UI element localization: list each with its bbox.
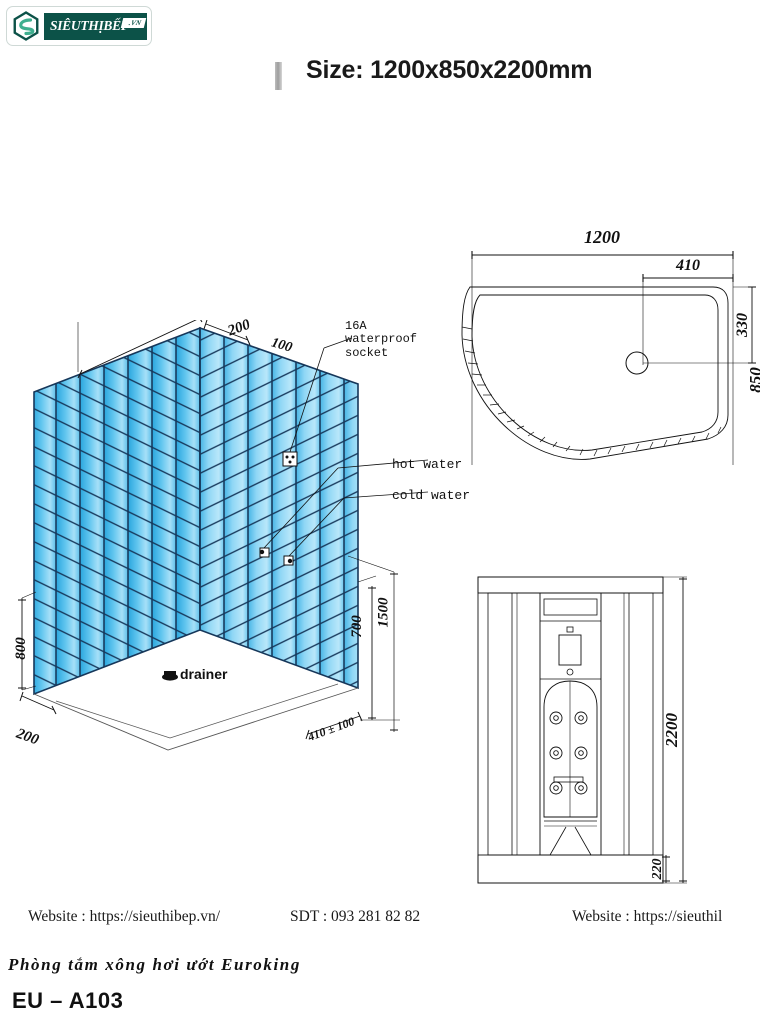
tray-drain-x-dim: 410 [675, 257, 700, 274]
tray-depth-dim: 850 [746, 367, 760, 393]
cold-water-label: cold water [392, 488, 471, 503]
drainer-marker [162, 671, 178, 681]
right-tiled-wall [199, 326, 359, 690]
shower-tray-plan-view: 1200 410 330 850 [461, 227, 760, 465]
logo-text: SIÊUTHỊBẾP [50, 18, 129, 33]
socket-label-line3: socket [345, 345, 389, 360]
socket-label: 16A waterproof socket [345, 319, 418, 360]
size-bullet-marker [275, 62, 282, 90]
size-title: Size: 1200x850x2200mm [306, 56, 593, 84]
iso-dim-left-height: 800 [12, 637, 29, 660]
waterproof-socket-marker [282, 451, 298, 467]
socket-label-line1: 16A [345, 319, 367, 333]
tray-drain-y-dim: 330 [734, 313, 751, 338]
footer-phone-left: SDT : 093 281 82 82 [290, 908, 421, 925]
hot-water-outlet-marker [259, 547, 270, 558]
shower-cabin-front-elevation: 2200 220 [477, 576, 687, 884]
logo-vn-badge: .VN [120, 17, 147, 28]
product-name: Phòng tắm xông hơi ướt Euroking [8, 955, 301, 974]
left-tiled-wall [33, 326, 201, 696]
footer-website-right[interactable]: Website : https://sieuthil [572, 908, 723, 925]
site-logo[interactable]: SIÊUTHỊBẾP .VN [6, 6, 152, 46]
cold-water-outlet-marker [283, 555, 294, 566]
hexagon-logo-icon [13, 11, 39, 41]
iso-dim-right-mid: 700 [348, 615, 365, 638]
shower-floor [33, 683, 359, 751]
logo-wordmark: SIÊUTHỊBẾP .VN [44, 12, 147, 40]
drainer-label: drainer [180, 666, 228, 682]
product-code: EU – A103 [12, 988, 124, 1013]
tray-width-dim: 1200 [584, 227, 620, 247]
socket-label-line2: waterproof [345, 332, 418, 347]
elevation-base-dim: 220 [650, 859, 665, 881]
hot-water-label: hot water [392, 457, 463, 472]
tiled-corner-wall-isometric [18, 320, 428, 751]
elevation-height-dim: 2200 [662, 713, 681, 749]
iso-dim-right-total: 1500 [375, 597, 392, 628]
footer-website-left[interactable]: Website : https://sieuthibep.vn/ [28, 908, 221, 925]
